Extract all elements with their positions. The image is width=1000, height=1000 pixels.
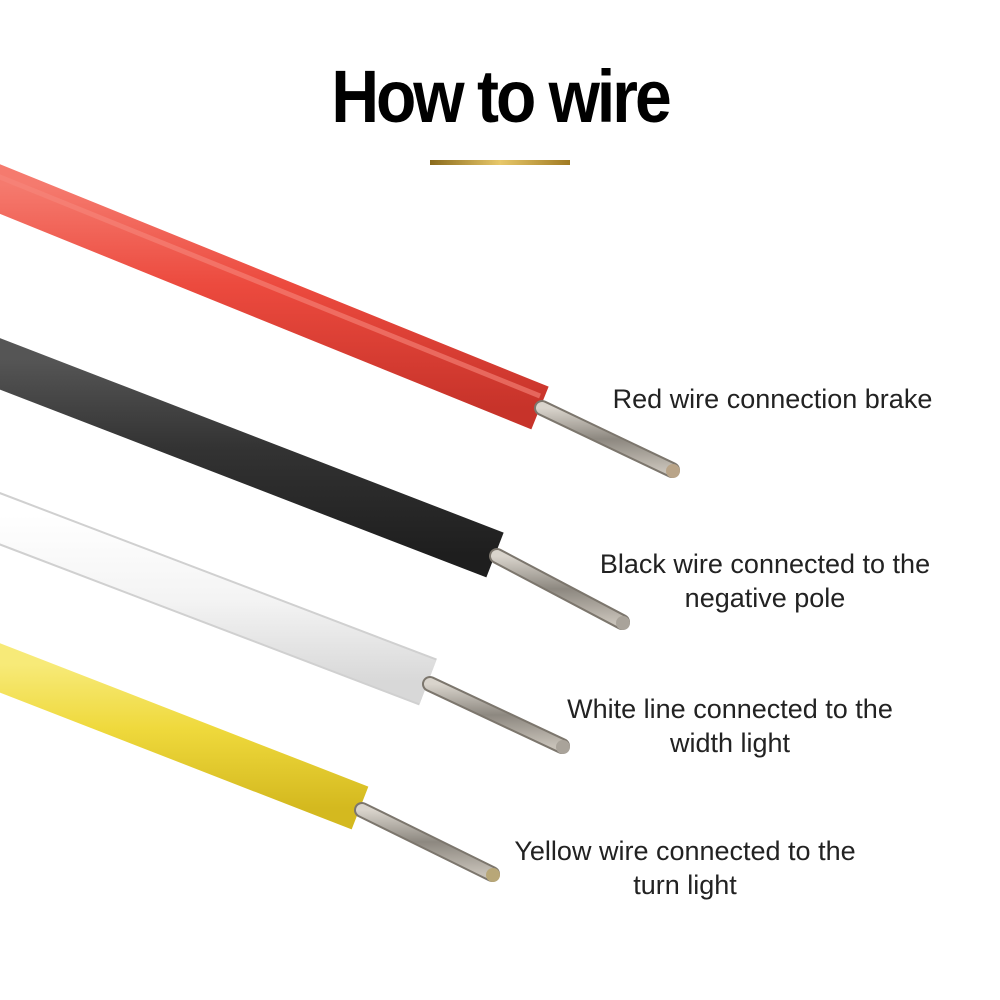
white-wire xyxy=(0,492,570,754)
label-line: turn light xyxy=(633,870,737,900)
title-underline xyxy=(430,160,570,165)
black-wire-label: Black wire connected to the negative pol… xyxy=(565,547,965,615)
label-line: White line connected to the xyxy=(567,694,893,724)
black-wire xyxy=(0,338,630,630)
label-line: Yellow wire connected to the xyxy=(514,836,856,866)
red-wire-label: Red wire connection brake xyxy=(580,382,965,416)
label-line: Black wire connected to the xyxy=(599,549,931,579)
white-wire-label: White line connected to the width light xyxy=(530,692,930,760)
label-line: negative pole xyxy=(684,583,846,613)
label-line: Red wire connection brake xyxy=(612,384,933,414)
label-line: width light xyxy=(669,728,791,758)
yellow-wire-label: Yellow wire connected to the turn light xyxy=(480,834,890,902)
red-wire xyxy=(0,164,680,478)
page-title: How to wire xyxy=(331,54,671,138)
yellow-wire xyxy=(0,643,500,882)
